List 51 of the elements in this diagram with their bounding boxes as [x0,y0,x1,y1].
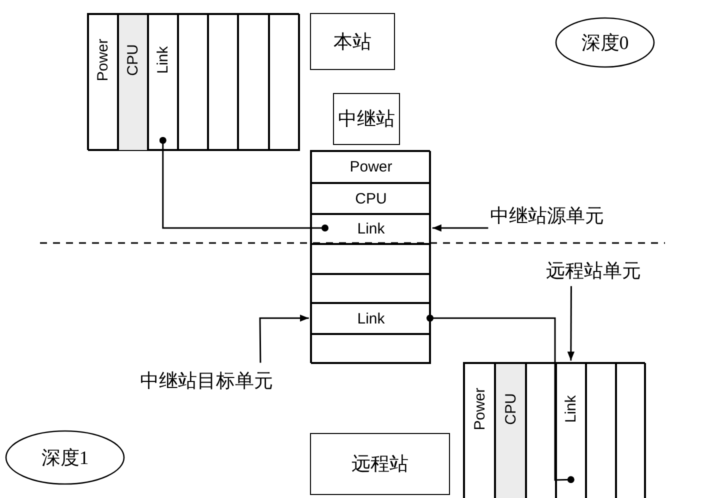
station-name: 远程站 [352,453,408,477]
empty-slot [269,14,300,151]
module-slot [148,14,178,151]
module-slot [311,303,431,334]
callout-text: 中继站源单元 [490,203,670,229]
leader-arrow [567,286,575,361]
module-label: CPU [124,44,142,76]
rack-frame [87,13,299,150]
module-label: Link [154,46,172,74]
module-slot [311,151,431,183]
module-slot [311,183,431,214]
link-cable [159,136,328,232]
empty-slot [311,274,431,303]
module-label: Link [356,310,386,327]
module-label: CPU [502,393,519,425]
station-label [333,93,400,145]
module-slot [464,363,495,498]
module-label: Link [356,220,386,238]
station-name: 本站 [334,30,372,54]
station-label [310,433,450,495]
depth-ellipse [555,17,655,68]
depth-label: 深度0 [581,32,629,56]
module-slot [556,363,586,498]
empty-slot [208,14,238,151]
callout-text: 远程站单元 [546,258,686,284]
rack-frame [463,362,645,498]
empty-slot [586,363,616,498]
depth-ellipse [5,430,125,485]
module-label: CPU [354,190,388,207]
module-slot [118,14,148,151]
module-label: Power [348,158,394,176]
module-label: Power [471,388,488,430]
leader-arrow [259,314,309,363]
empty-slot [616,363,646,498]
station-label [310,13,395,70]
leader-arrow [432,224,488,232]
empty-slot [311,334,431,364]
rack-frame [310,150,430,363]
link-cable [426,314,574,484]
module-label: Link [562,395,580,423]
module-slot [495,363,526,498]
empty-slot [311,244,431,274]
empty-slot [178,14,208,151]
station-name: 中继站 [338,108,395,132]
module-slot [311,214,431,244]
callout-text: 中继站目标单元 [140,368,305,394]
empty-slot [238,14,269,151]
depth-label: 深度1 [41,446,89,470]
empty-slot [526,363,556,498]
module-slot [88,14,118,151]
module-label: Power [94,38,112,82]
